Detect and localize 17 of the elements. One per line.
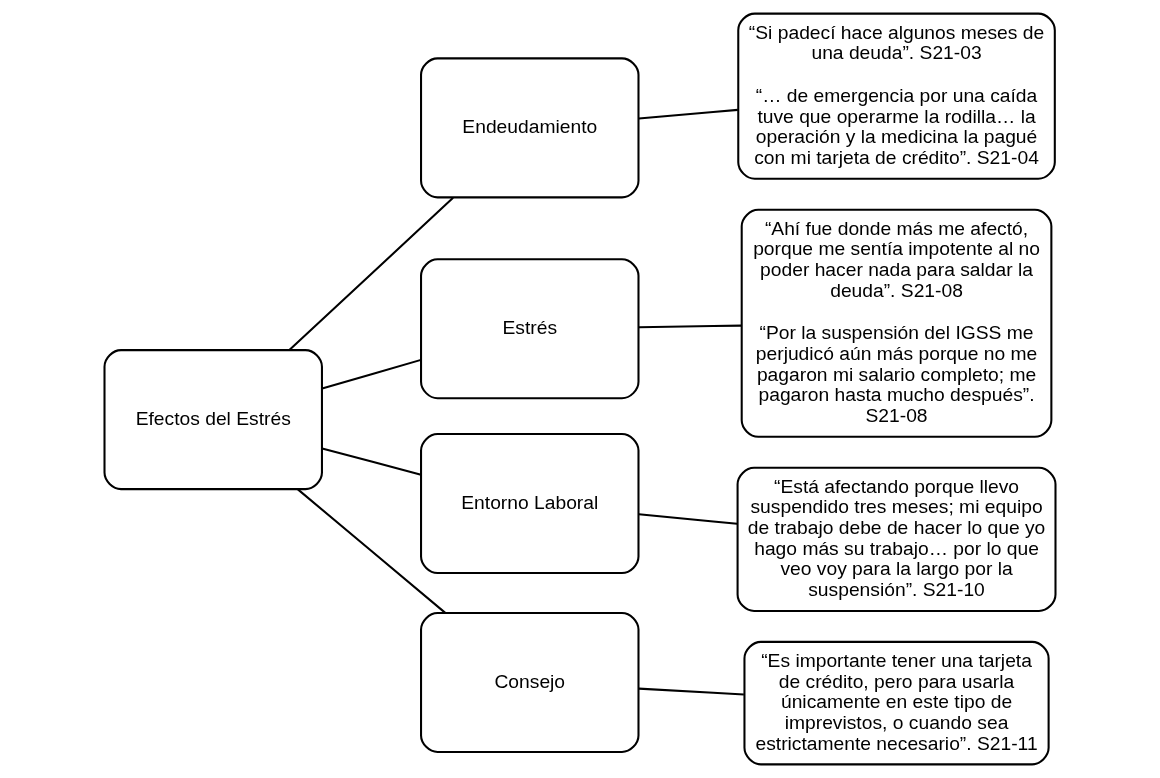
node-box: Estrés	[420, 258, 640, 400]
connector	[321, 358, 422, 390]
node-box: “Está afectando porque llevo suspendido tres meses; mi equipo de trabajo debe de hacer lo que yo hago más su trabajo… por lo que veo voy para la largo por la suspensión”. S21-10	[736, 466, 1057, 612]
node-box: Consejo	[420, 611, 640, 753]
connector	[321, 447, 422, 476]
node-box: “Si padecí hace algunos meses de una deuda”. S21-03 “… de emergencia por una caída tuve que operarme la rodilla… la operación y la medicina la pagué con mi tarjeta de crédito”. S21-04	[737, 12, 1056, 180]
node-box: Efectos del Estrés	[103, 349, 323, 491]
connector	[638, 687, 744, 696]
connector	[288, 197, 454, 351]
connector	[638, 513, 738, 525]
node-box: “Ahí fue donde más me afectó, porque me sentía impotente al no poder hacer nada para saldar la deuda”. S21-08 “Por la suspensión del IGSS me perjudicó aún más porque no me pagaron mi salario completo; me pagaron hasta mucho después”. S21-08	[740, 208, 1053, 438]
connector	[638, 324, 742, 329]
connector	[638, 108, 738, 120]
connector	[297, 488, 446, 614]
node-box: “Es importante tener una tarjeta de crédito, pero para usarla únicamente en este tipo de imprevistos, o cuando sea estrictamente necesario”. S21-11	[743, 640, 1050, 766]
node-box: Entorno Laboral	[420, 433, 640, 575]
node-box: Endeudamiento	[420, 57, 640, 199]
